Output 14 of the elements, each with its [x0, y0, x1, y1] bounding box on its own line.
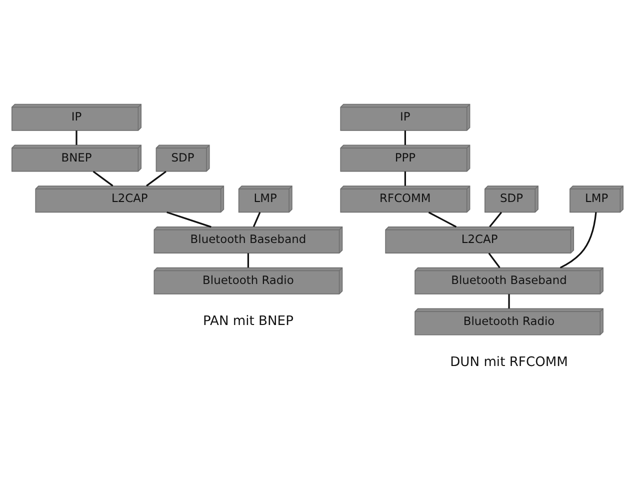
- connector: [404, 170, 406, 186]
- connector: [404, 130, 406, 144]
- connector: [560, 212, 597, 268]
- connector: [247, 252, 250, 268]
- connector: [252, 212, 261, 227]
- connector: [146, 170, 166, 186]
- connector: [76, 130, 78, 144]
- connector: [92, 170, 114, 186]
- connector: [489, 211, 502, 227]
- connector: [428, 211, 457, 228]
- label: PAN mit BNEP: [202, 313, 294, 328]
- label: DUN mit RFCOMM: [450, 354, 568, 370]
- connector: [508, 294, 510, 308]
- connector: [488, 252, 500, 268]
